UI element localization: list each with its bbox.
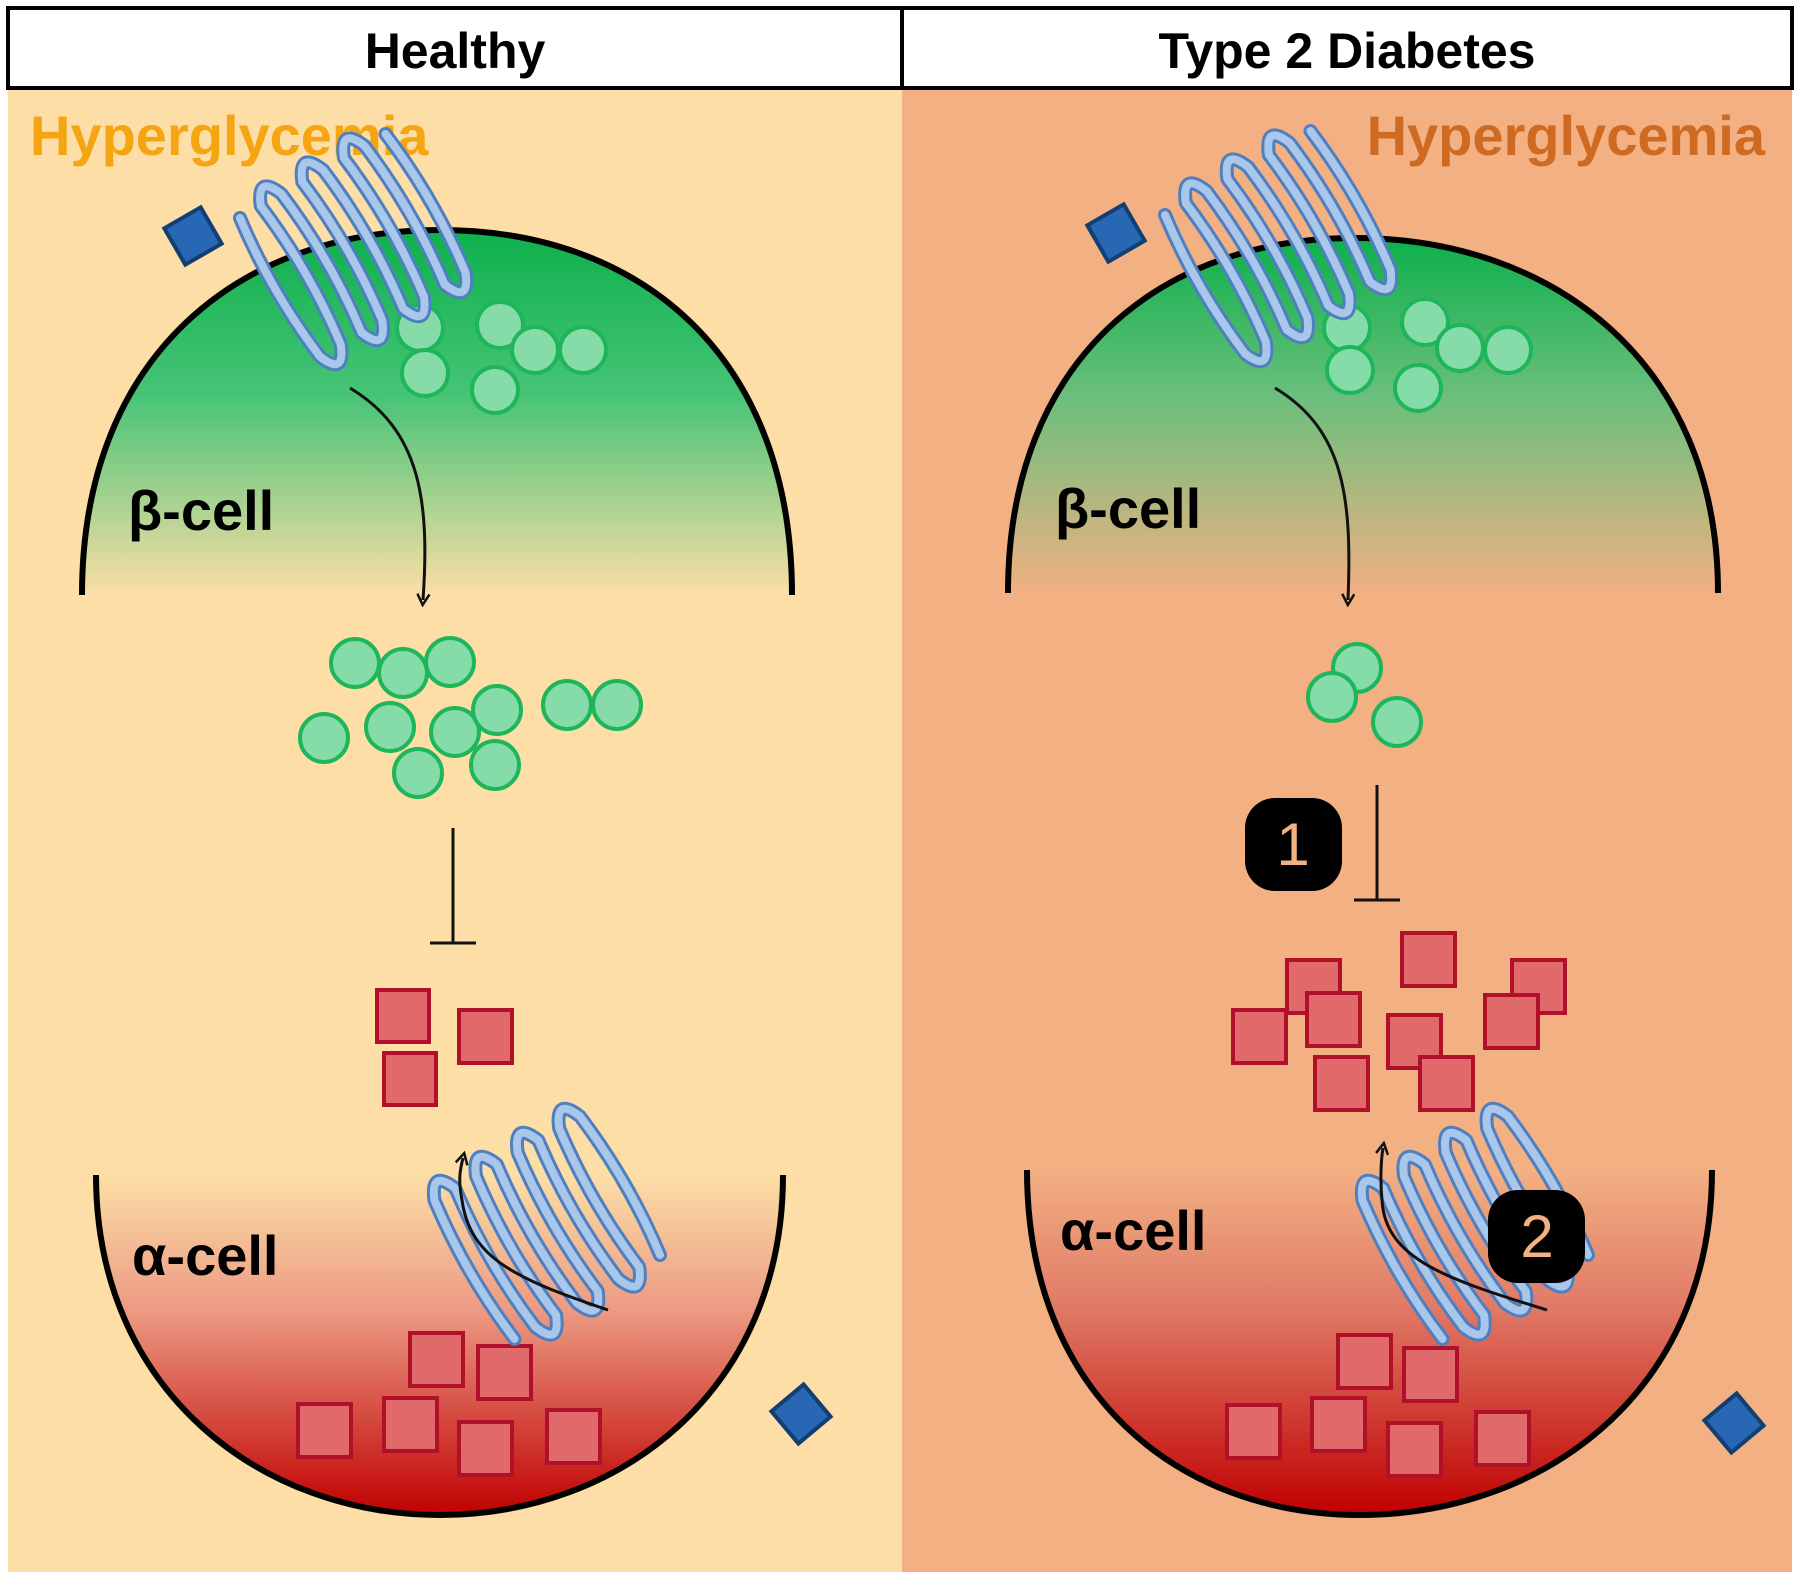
diabetes-alpha-label: α-cell [1060, 1199, 1206, 1262]
healthy-condition-label: Hyperglycemia [30, 104, 429, 167]
healthy-beta-ligand [161, 204, 225, 268]
diabetes-beta-granules [1322, 297, 1533, 413]
healthy-inhibition-symbol [430, 828, 476, 945]
diabetes-glucagon-granules [1231, 931, 1567, 1112]
healthy-alpha-secretion-arrow [460, 1158, 609, 1312]
healthy-header-box [6, 6, 904, 90]
diabetes-alpha-ligand [1701, 1390, 1767, 1456]
diabetes-inhibition-symbol [1354, 785, 1400, 902]
healthy-beta-label: β-cell [128, 479, 274, 542]
healthy-insulin-granules [298, 636, 643, 799]
diabetes-header: Type 2 Diabetes [1158, 23, 1535, 79]
diabetes-alpha-secretion-arrow [1381, 1148, 1548, 1312]
diabetes-beta-label: β-cell [1055, 477, 1201, 540]
healthy-glucagon-granules [375, 988, 514, 1107]
step-badge-2: 2 [1488, 1190, 1585, 1283]
healthy-alpha-ligand [768, 1381, 834, 1447]
healthy-alpha-label: α-cell [132, 1224, 278, 1287]
healthy-header: Healthy [365, 23, 546, 79]
diabetes-insulin-granules [1306, 642, 1423, 748]
diabetes-alpha-glucagon [1225, 1333, 1531, 1478]
diabetes-condition-label: Hyperglycemia [1367, 104, 1766, 167]
step-badge-1: 1 [1245, 798, 1342, 891]
diabetes-beta-ligand [1084, 201, 1148, 265]
diabetes-header-box [900, 6, 1794, 90]
svg-text:1: 1 [1276, 811, 1309, 878]
svg-text:2: 2 [1520, 1203, 1553, 1270]
healthy-alpha-glucagon [296, 1331, 602, 1477]
diabetes-secretion-arrow [1274, 386, 1349, 600]
healthy-secretion-arrow [349, 386, 425, 600]
